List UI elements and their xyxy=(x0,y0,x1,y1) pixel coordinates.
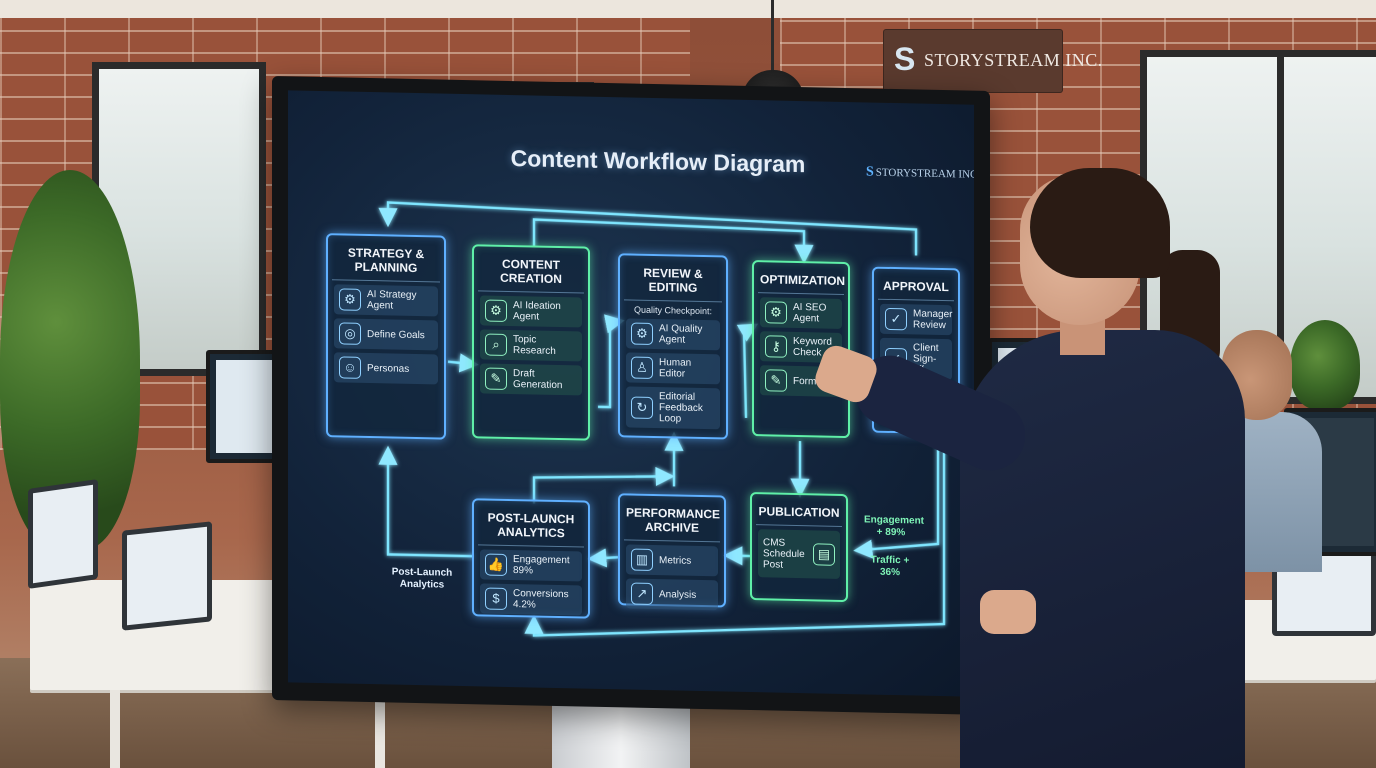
connector-review-to-optimization xyxy=(736,323,759,418)
ceiling xyxy=(0,0,1376,18)
diagram-brand-name: STORYSTREAM INC. xyxy=(875,166,974,181)
stage-title: PERFORMANCE ARCHIVE xyxy=(624,499,720,543)
connector-analytics-to-strategy xyxy=(378,445,474,558)
list-item[interactable]: ☺ Personas xyxy=(334,352,438,385)
stage-title: POST-LAUNCH ANALYTICS xyxy=(478,504,584,548)
connector-analytics-to-review xyxy=(532,466,675,504)
list-item[interactable]: ⚙ AI Quality Agent xyxy=(626,318,720,351)
key-icon: ⚷ xyxy=(765,335,787,358)
laptop-center xyxy=(122,521,212,631)
target-icon: ◎ xyxy=(339,322,361,345)
background-monitor-left xyxy=(206,350,284,463)
quality-checkpoint-label: Quality Checkpoint: xyxy=(633,304,713,317)
brain-icon: ⚙ xyxy=(339,288,361,311)
format-icon: ✎ xyxy=(765,369,787,392)
list-item[interactable]: $ Conversions 4.2% xyxy=(480,583,582,616)
stage-strategy-planning[interactable]: STRATEGY & PLANNING ⚙ AI Strategy Agent ◎… xyxy=(326,233,446,440)
item-label: Draft Generation xyxy=(513,368,563,392)
item-label: Human Editor xyxy=(659,357,692,380)
document-edit-icon: ✎ xyxy=(485,367,507,390)
bar-chart-icon: ▥ xyxy=(631,548,653,571)
checkbox-icon: ✓ xyxy=(885,307,907,331)
plant-right xyxy=(1290,320,1360,410)
stage-title: CONTENT CREATION xyxy=(478,250,584,294)
storystream-logo-icon: S xyxy=(866,164,874,180)
list-item[interactable]: ↗ Analysis xyxy=(626,578,718,611)
item-label: Define Goals xyxy=(367,328,425,341)
stage-title: STRATEGY & PLANNING xyxy=(332,239,440,283)
list-item[interactable]: ✎ Draft Generation xyxy=(480,363,582,396)
list-item[interactable]: ⚙ AI Strategy Agent xyxy=(334,284,438,317)
lamp-cord xyxy=(771,0,774,74)
item-label: Metrics xyxy=(659,554,692,567)
traffic-annotation: Traffic + 36% xyxy=(870,554,910,579)
item-label: Analysis xyxy=(659,588,697,601)
connector-creation-to-optimization xyxy=(532,218,814,264)
item-label: Editorial Feedback Loop xyxy=(659,391,703,425)
cms-window-icon: ▤ xyxy=(813,543,835,566)
dollar-circle-icon: $ xyxy=(485,587,507,610)
line-chart-icon: ↗ xyxy=(631,582,653,605)
engagement-annotation: Engagement + 89% xyxy=(864,514,925,539)
list-item[interactable]: ⚙ AI SEO Agent xyxy=(760,297,842,329)
laptop-left xyxy=(28,479,98,589)
storystream-logo-icon: S xyxy=(894,41,916,77)
item-label: Personas xyxy=(367,362,410,375)
list-item[interactable]: ◎ Define Goals xyxy=(334,318,438,351)
list-item[interactable]: ♙ Human Editor xyxy=(626,352,720,385)
item-label: Topic Research xyxy=(513,334,556,357)
item-label: Engagement 89% xyxy=(513,554,570,577)
workflow-connectors xyxy=(378,201,946,637)
users-icon: ☺ xyxy=(339,356,361,379)
refresh-icon: ↻ xyxy=(631,396,653,419)
company-wall-sign: S STORYSTREAM INC. xyxy=(884,30,1102,92)
stage-title: OPTIMIZATION xyxy=(758,266,845,295)
brain-icon: ⚙ xyxy=(765,301,787,324)
item-label: AI Quality Agent xyxy=(659,323,703,346)
stage-review-editing[interactable]: REVIEW & EDITING Quality Checkpoint: ⚙ AI… xyxy=(618,253,728,440)
person-icon: ♙ xyxy=(631,356,653,379)
brain-icon: ⚙ xyxy=(631,322,653,345)
connector-approval-to-analytics xyxy=(524,444,946,637)
item-label: AI SEO Agent xyxy=(793,301,827,325)
list-item[interactable]: ⚙ AI Ideation Agent xyxy=(480,295,582,328)
stage-content-creation[interactable]: CONTENT CREATION ⚙ AI Ideation Agent ⌕ Top… xyxy=(472,244,590,441)
list-item[interactable]: ✓Manager Review xyxy=(880,303,953,336)
stage-performance-archive[interactable]: PERFORMANCE ARCHIVE ▥ Metrics ↗ Analysis xyxy=(618,493,726,611)
wall-sign-name: STORYSTREAM INC. xyxy=(924,50,1103,70)
search-icon: ⌕ xyxy=(485,333,507,356)
list-item[interactable]: ▥ Metrics xyxy=(626,544,718,577)
post-launch-analytics-label: Post-Launch Analytics xyxy=(391,566,453,591)
presenter-body xyxy=(960,330,1245,768)
thumbs-up-icon: 👍 xyxy=(485,553,507,576)
stage-post-launch-analytics[interactable]: POST-LAUNCH ANALYTICS 👍 Engagement 89% $ C… xyxy=(472,498,590,619)
list-item[interactable]: 👍 Engagement 89% xyxy=(480,549,582,582)
item-label: Conversions 4.2% xyxy=(513,588,569,611)
connector-archive-to-analytics xyxy=(587,548,619,568)
item-label: CMS Schedule Post xyxy=(763,536,805,571)
list-item[interactable]: CMS Schedule Post ▤ xyxy=(758,529,840,579)
stage-title: REVIEW & EDITING xyxy=(624,259,722,303)
item-label: AI Ideation Agent xyxy=(513,300,561,323)
list-item[interactable]: ⌕ Topic Research xyxy=(480,329,582,362)
brain-icon: ⚙ xyxy=(485,299,507,322)
list-item[interactable]: ↻ Editorial Feedback Loop xyxy=(626,386,720,430)
connector-approval-to-strategy xyxy=(378,201,918,256)
presenter-hair xyxy=(1030,168,1170,278)
stage-title: PUBLICATION xyxy=(756,498,842,527)
connector-approval-to-publication xyxy=(853,443,940,559)
item-label: Manager Review xyxy=(913,308,953,332)
stage-title: APPROVAL xyxy=(878,272,954,302)
item-label: AI Strategy Agent xyxy=(367,288,417,312)
connector-strategy-to-creation xyxy=(447,353,479,373)
desk-leg xyxy=(110,690,120,768)
presenter-left-hand xyxy=(980,590,1036,634)
connector-creation-to-review xyxy=(598,314,625,409)
stage-publication[interactable]: PUBLICATION CMS Schedule Post ▤ xyxy=(750,492,848,603)
desk-leg xyxy=(375,690,385,768)
